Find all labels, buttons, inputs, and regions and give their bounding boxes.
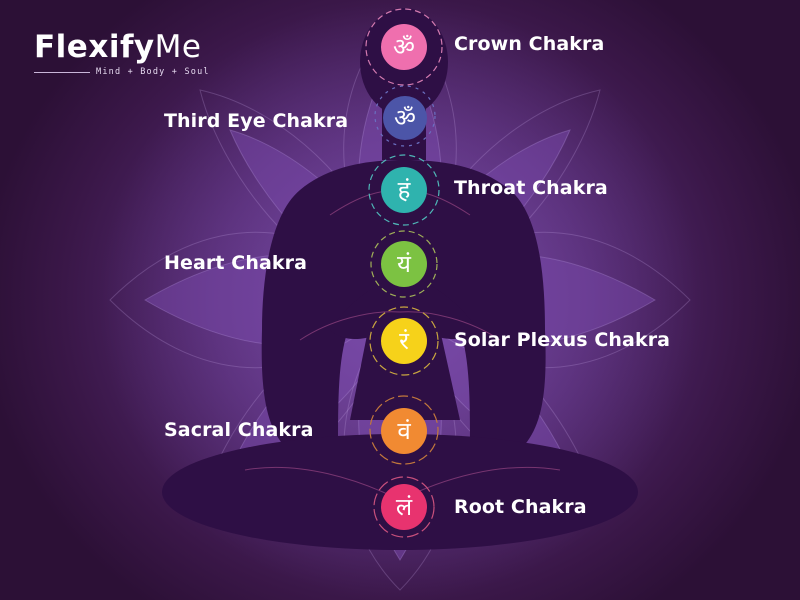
throat-chakra-glyph: हं [397,176,411,204]
third-eye-chakra-icon: ॐ [383,96,427,140]
third-eye-chakra-label: Third Eye Chakra [164,110,349,132]
solar-plexus-chakra-label: Solar Plexus Chakra [454,329,671,351]
logo-name-me: Me [154,29,202,65]
crown-chakra-label: Crown Chakra [454,33,605,55]
logo-wordmark: FlexifyMe [34,30,210,64]
root-chakra-icon: लं [381,484,427,530]
heart-chakra-glyph: यं [397,250,411,278]
sacral-chakra-glyph: वं [397,417,411,445]
throat-chakra-icon: हं [381,167,427,213]
heart-chakra-label: Heart Chakra [164,252,307,274]
logo-name-flexify: Flexify [34,29,155,65]
meditation-silhouette [162,8,638,550]
root-chakra-label: Root Chakra [454,496,587,518]
root-chakra-glyph: लं [395,493,413,521]
crown-chakra-glyph: ॐ [393,33,415,61]
heart-chakra-icon: यं [381,241,427,287]
solar-plexus-chakra-glyph: रं [399,327,409,355]
tagline-divider [34,71,90,73]
throat-chakra-label: Throat Chakra [454,177,608,199]
third-eye-chakra-glyph: ॐ [394,104,416,132]
flexifyme-logo[interactable]: FlexifyMe Mind + Body + Soul [34,30,210,77]
sacral-chakra-label: Sacral Chakra [164,419,314,441]
logo-tagline: Mind + Body + Soul [96,67,210,77]
solar-plexus-chakra-icon: रं [381,318,427,364]
logo-tagline-row: Mind + Body + Soul [34,67,210,77]
crown-chakra-icon: ॐ [381,24,427,70]
sacral-chakra-icon: वं [381,408,427,454]
chakra-petal-rings [365,8,443,538]
